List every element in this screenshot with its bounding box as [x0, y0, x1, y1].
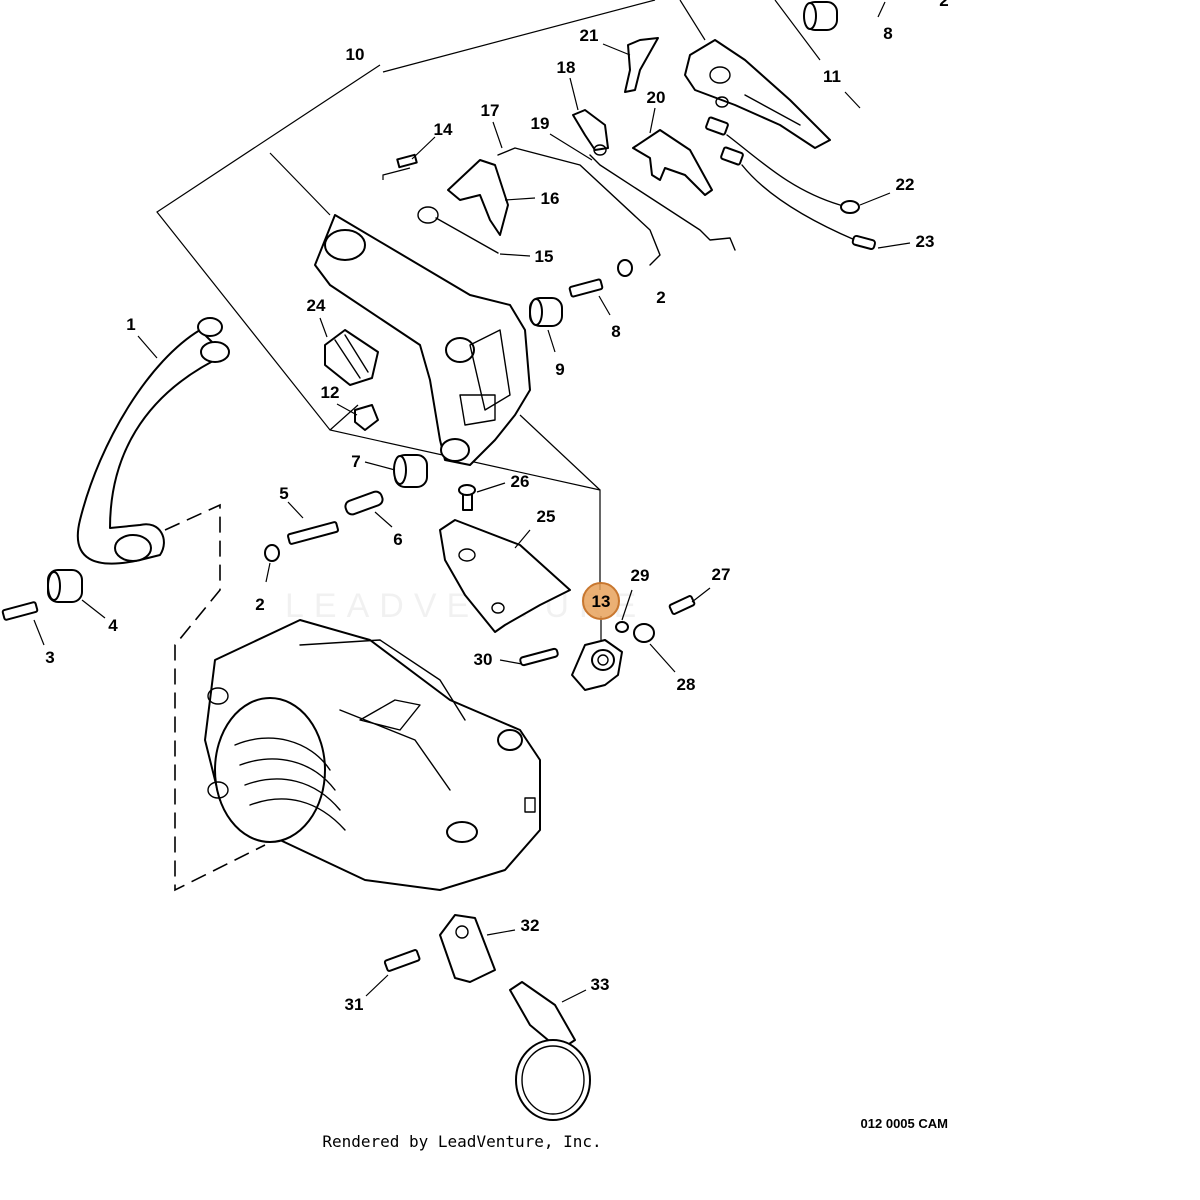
- part-33-gasket[interactable]: [509, 981, 591, 1121]
- part-20-throttle-lever[interactable]: [632, 129, 713, 196]
- label-15[interactable]: 15: [535, 247, 554, 266]
- part-31-bolt[interactable]: [383, 949, 421, 972]
- part-27-screw[interactable]: [668, 595, 696, 615]
- label-12[interactable]: 12: [321, 383, 340, 402]
- part-8-bolt[interactable]: [568, 278, 604, 298]
- part-32-bracket[interactable]: [439, 914, 496, 983]
- part-30-pin[interactable]: [519, 647, 559, 667]
- part-21-switch[interactable]: [624, 37, 659, 93]
- label-25[interactable]: 25: [537, 507, 556, 526]
- part-9-buffer[interactable]: [529, 297, 563, 327]
- label-30[interactable]: 30: [474, 650, 493, 669]
- part-24-av-spring[interactable]: [324, 329, 379, 386]
- footer-credit: Rendered by LeadVenture, Inc.: [322, 1132, 601, 1151]
- part-3-screw[interactable]: [1, 601, 39, 621]
- label-1[interactable]: 1: [126, 315, 135, 334]
- part-15-spring[interactable]: [417, 206, 499, 254]
- label-23[interactable]: 23: [916, 232, 935, 251]
- label-2-upper[interactable]: 2: [656, 288, 665, 307]
- part-13-cam-plate[interactable]: [571, 639, 623, 691]
- label-13[interactable]: 13: [592, 592, 611, 611]
- label-5[interactable]: 5: [279, 484, 288, 503]
- label-4[interactable]: 4: [108, 616, 118, 635]
- label-28[interactable]: 28: [677, 675, 696, 694]
- label-16[interactable]: 16: [541, 189, 560, 208]
- label-11[interactable]: 11: [823, 67, 841, 86]
- part-7-buffer[interactable]: [393, 454, 428, 488]
- part-5-bolt[interactable]: [287, 521, 339, 545]
- label-27[interactable]: 27: [712, 565, 731, 584]
- label-14[interactable]: 14: [434, 120, 453, 139]
- label-3[interactable]: 3: [45, 648, 54, 667]
- label-32[interactable]: 32: [521, 916, 540, 935]
- part-17-throttle-rod[interactable]: [497, 147, 661, 266]
- part-18-lever[interactable]: [572, 109, 609, 156]
- part-23-switch-wire[interactable]: [720, 146, 876, 251]
- label-9[interactable]: 9: [555, 360, 564, 379]
- part-8-buffer-top[interactable]: [803, 1, 838, 31]
- part-29-ring[interactable]: [615, 621, 629, 633]
- part-number-labels: 1 2 2 2 3 4 5 6 7 8 8 9 10 11 12 13 14 1…: [45, 0, 948, 1014]
- label-8-middle[interactable]: 8: [611, 322, 620, 341]
- part-19-choke-rod[interactable]: [589, 154, 736, 251]
- label-2-lower[interactable]: 2: [255, 595, 264, 614]
- label-6[interactable]: 6: [393, 530, 402, 549]
- part-4-buffer[interactable]: [47, 569, 83, 603]
- label-18[interactable]: 18: [557, 58, 576, 77]
- part-1-front-handle[interactable]: [76, 317, 230, 565]
- part-26-screw[interactable]: [458, 484, 476, 511]
- label-31[interactable]: 31: [345, 995, 364, 1014]
- drawing-code: 012 0005 CAM: [861, 1116, 948, 1131]
- label-26[interactable]: 26: [511, 472, 530, 491]
- label-19[interactable]: 19: [531, 114, 550, 133]
- part-22-ground-wire[interactable]: [705, 116, 860, 214]
- part-16-trigger[interactable]: [447, 159, 509, 236]
- part-6-sleeve[interactable]: [344, 490, 384, 516]
- label-29[interactable]: 29: [631, 566, 650, 585]
- part-12-plug[interactable]: [354, 404, 379, 431]
- part-14-screw[interactable]: [396, 153, 418, 169]
- label-24[interactable]: 24: [307, 296, 326, 315]
- label-17[interactable]: 17: [481, 101, 500, 120]
- label-8-top[interactable]: 8: [883, 24, 892, 43]
- label-2-top[interactable]: 2: [939, 0, 948, 10]
- part-25-bracket[interactable]: [439, 519, 571, 633]
- part-28-ring[interactable]: [633, 623, 655, 643]
- engine-housing: [204, 619, 541, 891]
- part-2-washer-lower[interactable]: [264, 544, 280, 562]
- part-11-handle-cover[interactable]: [684, 39, 831, 149]
- highlight-marker: [582, 582, 620, 620]
- label-10[interactable]: 10: [346, 45, 365, 64]
- watermark-text: LEADVENTURE: [285, 587, 646, 625]
- label-leader-lines: [33, 1, 911, 1003]
- label-7[interactable]: 7: [351, 452, 360, 471]
- part-10-rear-handle-frame[interactable]: [314, 214, 531, 466]
- part-2-washer-upper[interactable]: [617, 259, 633, 277]
- label-21[interactable]: 21: [580, 26, 599, 45]
- label-33[interactable]: 33: [591, 975, 610, 994]
- assembly-bracket-lines: [156, 0, 821, 892]
- label-20[interactable]: 20: [647, 88, 666, 107]
- label-22[interactable]: 22: [896, 175, 915, 194]
